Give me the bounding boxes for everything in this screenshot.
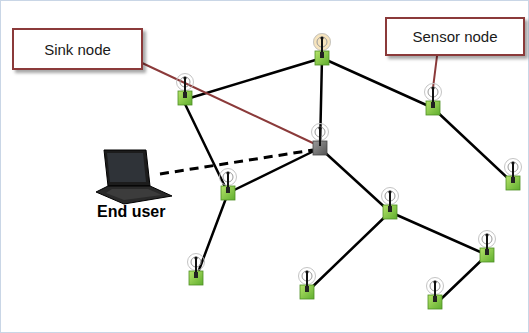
callout-box: Sensor node: [385, 17, 525, 56]
user-label: End user: [97, 203, 165, 221]
network-links: [185, 58, 513, 300]
callout-text: Sensor node: [412, 28, 497, 45]
user-link: [160, 150, 313, 174]
sensor-nodes: [177, 33, 522, 309]
sink-symbol: [312, 124, 329, 156]
leader-line: [140, 62, 315, 144]
laptop-icon: [96, 150, 172, 204]
callout-box: Sink node: [12, 28, 143, 70]
callout-text: Sink node: [44, 41, 111, 58]
